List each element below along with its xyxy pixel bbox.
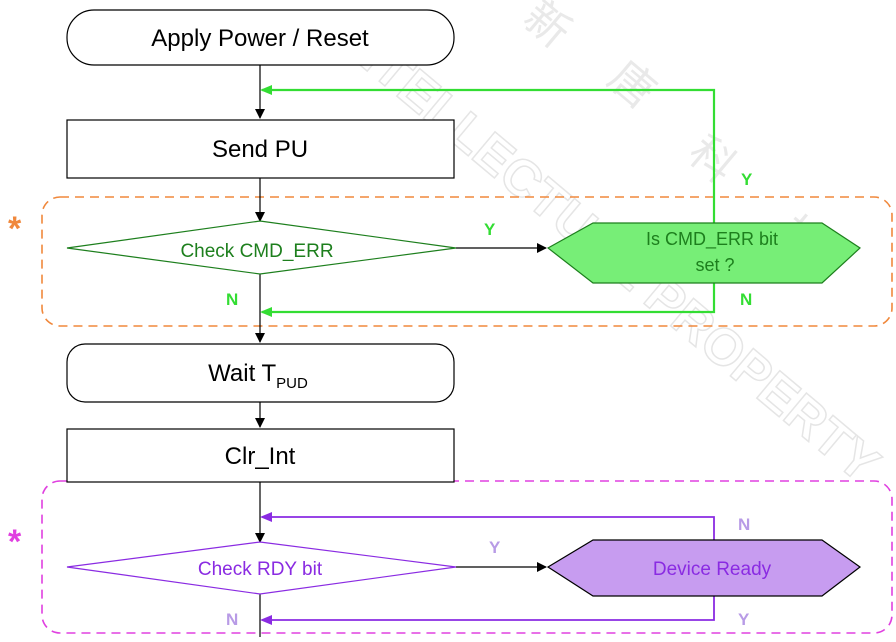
node-device-ready: Device Ready	[546, 539, 862, 597]
label-cmd-yes: Y	[484, 220, 496, 239]
branch-labels: Y Y N N Y N N Y	[226, 170, 753, 629]
label-cmd-loop-no: N	[740, 290, 752, 309]
watermark-char-1: 新	[514, 0, 579, 58]
node-clr-int: Clr_Int	[66, 428, 455, 483]
star-marker-top: *	[8, 210, 22, 248]
label-rdy-yes: Y	[489, 538, 501, 557]
watermark-char-2: 唐	[599, 52, 664, 118]
rdy-yes-loop	[260, 596, 715, 625]
node-device-ready-label: Device Ready	[653, 559, 772, 580]
node-check-cmd-err-label: Check CMD_ERR	[180, 241, 333, 262]
node-is-cmd-err-set: Is CMD_ERR bit set ?	[546, 222, 861, 284]
node-send-pu: Send PU	[66, 119, 455, 179]
rdy-no-loop	[260, 512, 715, 540]
node-check-rdy-label: Check RDY bit	[198, 559, 323, 580]
node-wait-prefix: Wait T	[208, 360, 276, 387]
node-apply-power-label: Apply Power / Reset	[151, 25, 369, 52]
label-rdy-no: N	[226, 610, 238, 629]
label-cmd-loop-yes: Y	[741, 170, 753, 189]
node-is-cmd-err-line2: set ?	[695, 255, 734, 275]
node-check-rdy: Check RDY bit	[66, 541, 457, 595]
node-apply-power: Apply Power / Reset	[66, 9, 455, 66]
star-marker-bottom: *	[8, 523, 22, 561]
cmd-err-group-box	[41, 196, 893, 327]
cmd-err-yes-loop	[260, 85, 716, 223]
purple-loops	[260, 512, 715, 625]
node-wait-tpud: Wait TPUD	[66, 343, 455, 403]
watermark-char-3: 科	[679, 127, 744, 193]
node-wait-subscript: PUD	[276, 375, 308, 392]
label-rdy-loop-no: N	[738, 515, 750, 534]
cmd-err-no-loop	[260, 283, 716, 317]
green-loops	[260, 85, 716, 317]
label-rdy-loop-yes: Y	[738, 610, 750, 629]
node-send-pu-label: Send PU	[212, 136, 308, 163]
node-check-cmd-err: Check CMD_ERR	[66, 220, 457, 275]
rdy-group-box	[41, 480, 893, 634]
label-cmd-no: N	[226, 290, 238, 309]
node-is-cmd-err-line1: Is CMD_ERR bit	[646, 229, 778, 250]
node-clr-int-label: Clr_Int	[225, 443, 296, 470]
node-wait-tpud-label: Wait TPUD	[208, 360, 308, 392]
